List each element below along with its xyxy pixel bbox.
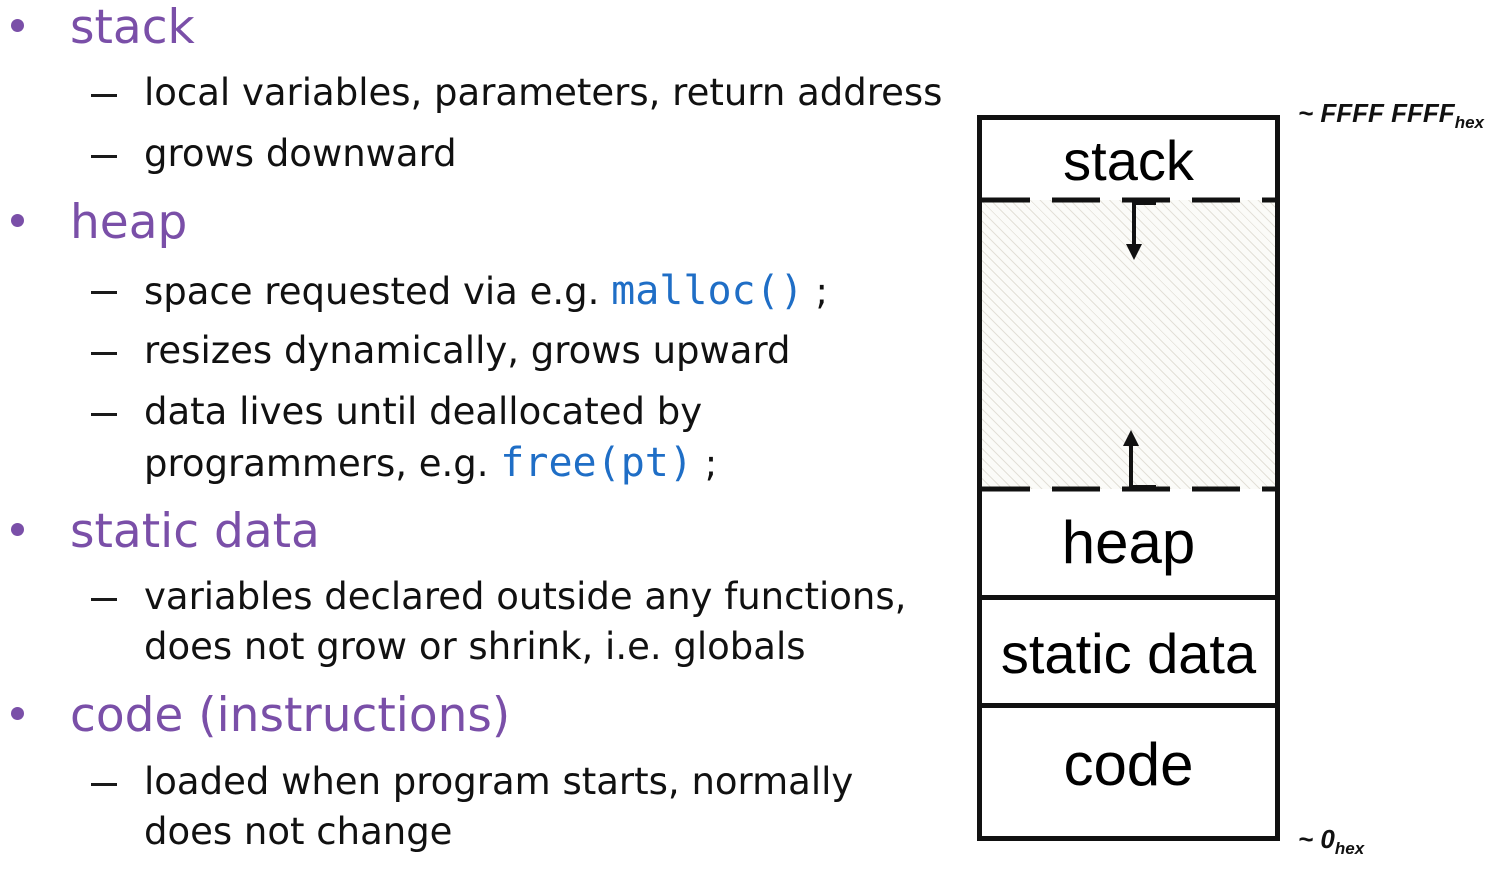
grows-down-arrow	[1132, 201, 1156, 246]
region-label-stack: stack	[1063, 129, 1194, 192]
bottom-address-label: ~ 0hex	[1298, 826, 1364, 857]
stack-item-1: local variables, parameters, return addr…	[144, 71, 943, 114]
region-label-heap: heap	[1061, 509, 1196, 576]
grows-up-arrow	[1129, 444, 1156, 489]
code-item-line2: does not change	[144, 810, 453, 853]
dash	[91, 783, 117, 786]
section-heading-heap: heap	[70, 195, 188, 250]
static-item-line1: variables declared outside any functions…	[144, 575, 907, 618]
free-code: free(pt)	[500, 440, 693, 486]
heap-item-3-line2: programmers, e.g. free(pt) ;	[144, 443, 717, 483]
top-address-sub: hex	[1454, 113, 1484, 132]
dash	[91, 94, 117, 97]
heap-item-2: resizes dynamically, grows upward	[144, 329, 791, 372]
dash	[91, 155, 117, 158]
static-item-line2: does not grow or shrink, i.e. globals	[144, 625, 806, 668]
heap-item-3-text: programmers, e.g.	[144, 442, 501, 485]
code-item-line1: loaded when program starts, normally	[144, 760, 854, 803]
top-address-label: ~ FFFF FFFFhex	[1298, 100, 1484, 131]
dash	[91, 352, 117, 355]
section-heading-code: code (instructions)	[70, 688, 511, 743]
region-label-code: code	[1063, 731, 1194, 798]
section-heading-static-data: static data	[70, 504, 320, 559]
dash	[91, 291, 117, 294]
down-arrowhead	[1126, 244, 1142, 260]
heap-item-3-line1: data lives until deallocated by	[144, 390, 703, 433]
dash	[91, 598, 117, 601]
memory-layout-box	[977, 115, 1280, 841]
heap-item-1: space requested via e.g. malloc() ;	[144, 271, 828, 311]
bottom-address-sub: hex	[1334, 839, 1365, 858]
heap-item-1-text: space requested via e.g.	[144, 270, 612, 313]
heap-static-divider	[977, 595, 1280, 600]
up-arrowhead	[1123, 430, 1139, 446]
bullet-dot	[11, 214, 24, 227]
bullet-dot	[11, 19, 24, 32]
free-space-hatch	[982, 200, 1275, 489]
heap-item-3-after: ;	[692, 442, 718, 485]
bottom-address-value: ~ 0	[1298, 824, 1335, 854]
heap-item-1-after: ;	[803, 270, 828, 313]
malloc-code: malloc()	[611, 268, 804, 314]
stack-item-2: grows downward	[144, 132, 457, 175]
dash	[91, 413, 117, 416]
bullet-dot	[11, 707, 24, 720]
bullet-dot	[11, 523, 24, 536]
section-heading-stack: stack	[70, 0, 195, 55]
region-label-static-data: static data	[1000, 622, 1257, 685]
top-address-value: ~ FFFF FFFF	[1298, 98, 1455, 128]
static-code-divider	[977, 703, 1280, 708]
